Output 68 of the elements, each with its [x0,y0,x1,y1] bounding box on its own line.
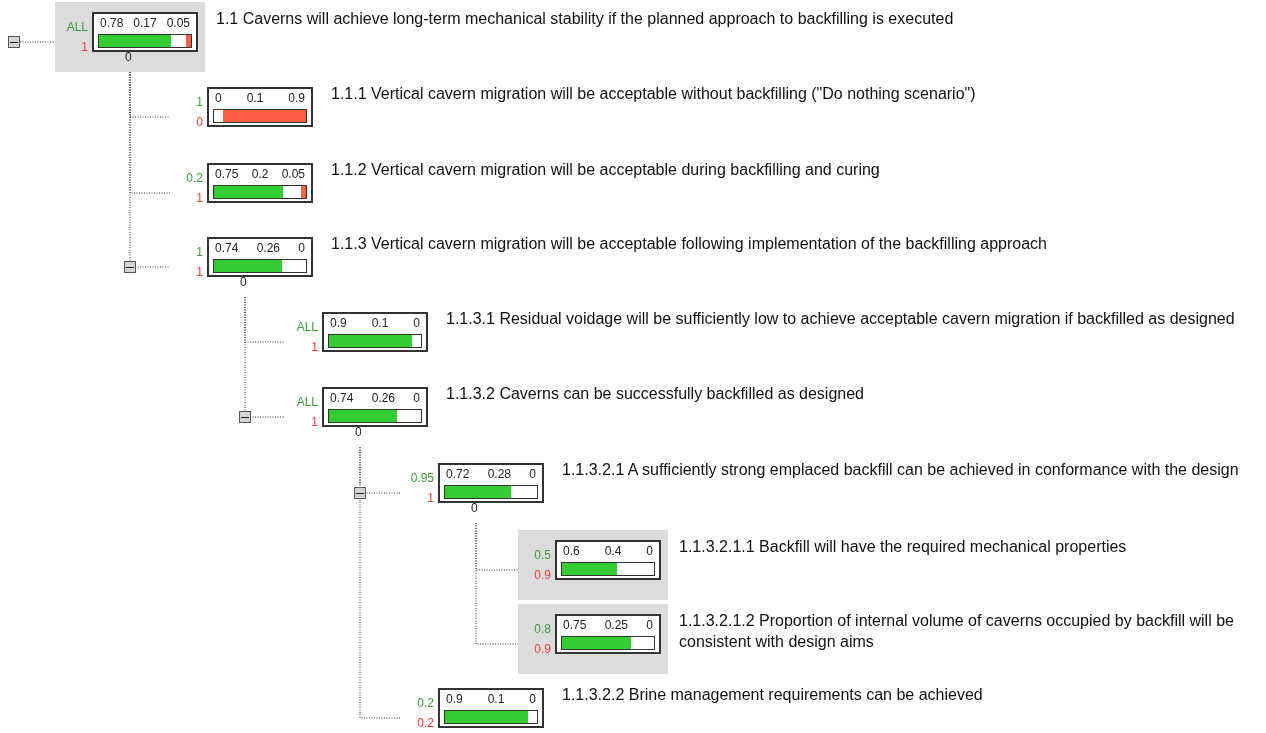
probability-value: 0.6 [563,544,580,559]
statement-text: 1.1.2 Vertical cavern migration will be acceptable during backfilling and curing [331,160,881,180]
probability-value: 0.74 [215,241,239,256]
score-label: ALL [296,320,318,334]
tree-connector [359,446,402,719]
score-label: 0.5 [534,548,551,562]
probability-value: 0.9 [330,316,347,331]
probability-value: 0.05 [281,167,305,182]
probability-value: 0.26 [371,391,395,406]
probability-value: 0.4 [604,544,622,559]
statement-text: 1.1.3.2 Caverns can be successfully backfilled as designed [446,384,865,404]
probability-value: 0 [646,544,653,559]
probability-value: 0 [529,692,536,707]
score-label: 1 [427,491,434,505]
probability-value: 0.2 [251,167,269,182]
score-label: 0.9 [534,568,551,582]
probability-value: 0.1 [371,316,389,331]
tree-connector [129,71,171,268]
score-label: ALL [296,395,318,409]
statement-text: 1.1.1 Vertical cavern migration will be acceptable without backfilling ("Do nothing scenario") [331,84,977,104]
score-label: 1 [196,245,203,259]
score-label: 1 [311,340,318,354]
score-label: 0.95 [410,471,434,485]
statement-text: 1.1.3.2.1.1 Backfill will have the required mechanical properties [679,537,1128,557]
score-label: 0 [355,425,362,439]
score-label: 1 [196,191,203,205]
score-label: 1 [311,415,318,429]
score-label: 0 [240,275,247,289]
probability-value: 0.9 [446,692,463,707]
probability-value: 0.72 [446,467,470,482]
probability-value: 0 [215,91,222,106]
score-label: 0.2 [186,171,203,185]
probability-value: 0 [298,241,305,256]
statement-text: 1.1.3.1 Residual voidage will be sufficiently low to achieve acceptable cavern migration if backfilled as designed [446,309,1236,329]
probability-value: 0.28 [487,467,511,482]
score-label: 0 [125,50,132,64]
score-label: ALL [66,20,88,34]
statement-text: 1.1.3.2.2 Brine management requirements can be achieved [562,685,984,705]
score-label: 1 [196,265,203,279]
probability-value: 0.74 [330,391,354,406]
probability-value: 0 [413,391,420,406]
probability-value: 0 [413,316,420,331]
probability-value: 0 [646,618,653,633]
tree-connector [244,296,286,418]
probability-value: 0.26 [256,241,280,256]
score-label: 0.2 [417,716,434,730]
statement-text: 1.1.3.2.1 A sufficiently strong emplaced backfill can be achieved in conformance with the design [562,460,1240,480]
probability-value: 0.9 [288,91,305,106]
tree-connector [475,522,519,645]
score-label: 1 [81,40,88,54]
probability-value: 0.78 [100,16,124,31]
probability-value: 0.75 [215,167,239,182]
score-label: 1 [196,95,203,109]
score-label: 0 [471,501,478,515]
probability-value: 0.05 [166,16,190,31]
score-label: 0.9 [534,642,551,656]
probability-value: 0.75 [563,618,587,633]
probability-value: 0.25 [604,618,628,633]
probability-value: 0 [529,467,536,482]
statement-text: 1.1.3.2.1.2 Proportion of internal volume of caverns occupied by backfill will be consistent with design aims [679,611,1235,652]
probability-value: 0.1 [487,692,505,707]
probability-value: 0.1 [246,91,264,106]
probability-value: 0.17 [133,16,157,31]
score-label: 0.8 [534,622,551,636]
score-label: 0.2 [417,696,434,710]
score-label: 0 [196,115,203,129]
statement-text: 1.1.3 Vertical cavern migration will be acceptable following implementation of the backfilling approach [331,234,1048,254]
statement-text: 1.1 Caverns will achieve long-term mechanical stability if the planned approach to backfilling is executed [216,9,955,29]
